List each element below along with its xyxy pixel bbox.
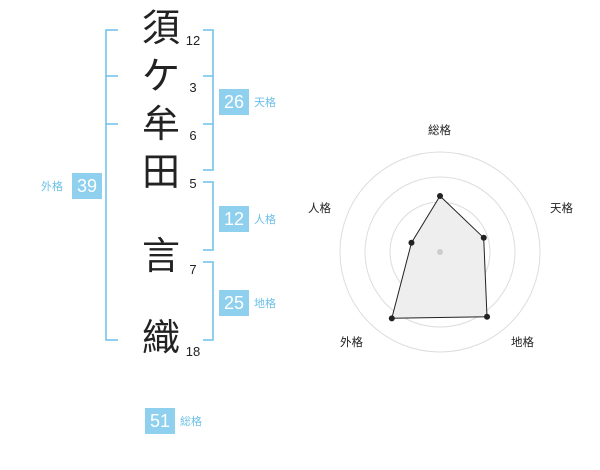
radar-ring-4 [339,151,541,353]
radar-polygon [391,195,488,319]
stroke-count-3: 6 [189,128,197,143]
name-char-6: 織 [141,316,180,360]
radar-label-soukaku: 総格 [428,123,451,137]
stroke-count-1: 12 [185,33,201,48]
radar-point-3 [484,313,491,320]
radar-label-chikaku: 地格 [511,335,534,349]
name-char-2: ケ [141,54,180,98]
radar-ring-3 [364,176,516,328]
jinkaku-label: 人格 [254,213,276,226]
jinkaku-value-badge: 12 [219,206,249,232]
gaikaku-bracket [105,29,118,341]
radar-center-dot [437,249,443,255]
name-char-3: 牟 [141,102,180,146]
jinkaku-bracket [203,181,214,251]
radar-label-gaikaku: 外格 [340,335,363,349]
radar-label-jinkaku: 人格 [308,201,331,215]
gaikaku-label: 外格 [41,180,63,193]
soukaku-label: 総格 [180,415,202,428]
radar-point-2 [480,234,487,241]
stroke-count-6: 18 [185,344,201,359]
brackets-group [105,29,214,341]
stroke-count-4: 5 [189,176,197,191]
name-char-1: 須 [141,6,180,50]
radar-points [388,193,491,322]
radar-point-1 [437,193,443,199]
name-char-4: 田 [141,150,180,194]
name-char-5: 言 [141,234,180,278]
gaikaku-value-badge: 39 [72,173,102,199]
tenkaku-value-badge: 26 [219,89,249,115]
tenkaku-label: 天格 [254,96,276,109]
radar-label-tenkaku: 天格 [550,201,573,215]
stroke-count-2: 3 [189,80,197,95]
chikaku-bracket [203,261,214,341]
tenkaku-bracket [203,29,214,171]
chikaku-value-badge: 25 [219,290,249,316]
radar-point-5 [408,239,415,246]
stroke-count-5: 7 [189,262,197,277]
chikaku-label: 地格 [254,297,276,310]
radar-point-4 [388,315,395,322]
soukaku-value-badge: 51 [145,408,175,434]
